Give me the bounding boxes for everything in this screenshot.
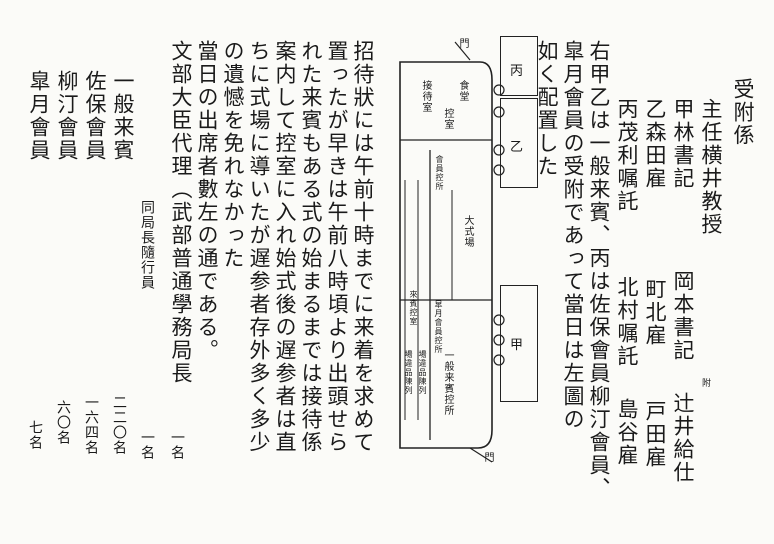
- label-saho: 佐保會員: [83, 70, 107, 162]
- room-dining: 食堂: [457, 80, 468, 102]
- mid-line-6: の遺憾を免れなかった: [221, 40, 245, 270]
- count-saho: 一六四名: [83, 395, 99, 455]
- staff-c2: 北村嘱託: [615, 276, 639, 368]
- mid-line-9: 同局長隨行員: [139, 200, 155, 290]
- room-general-waiting: 一般来賓控所: [442, 350, 453, 416]
- reception-box-ko-label: 甲: [510, 338, 524, 353]
- room-member-waiting: 會員控所: [435, 155, 444, 191]
- count-attendant: 一名: [139, 430, 155, 460]
- mid-line-1: 招待狀には午前十時までに来着を求めて: [351, 40, 375, 454]
- mid-line-2: 置ったが早きは午前八時頃より出頭せら: [325, 40, 349, 454]
- corridor-guest-waiting: 來賓控室: [409, 290, 418, 326]
- reception-box-ko: [500, 285, 538, 402]
- mid-line-7: 當日の出席者數左の通である。: [195, 40, 219, 362]
- reception-box-hei: [500, 36, 538, 96]
- para-line-1: 右甲乙は一般来賓、丙は佐保會員柳汀會員、: [587, 40, 611, 500]
- mid-line-4: 案内して控室に入れ始式後の遅参者は直: [273, 40, 297, 454]
- mid-line-8: 文部大臣代理（武部普通學務局長: [169, 40, 193, 385]
- count-minister: 一名: [169, 430, 185, 460]
- staff-b: 乙森田雇: [643, 98, 667, 190]
- reception-box-hei-label: 丙: [510, 64, 524, 79]
- gate-bottom-label: 門: [482, 452, 493, 463]
- gate-top-label: 門: [457, 38, 468, 49]
- reception-box-otsu-label: 乙: [510, 140, 524, 155]
- corridor-display-1: 場違品陳列: [404, 350, 413, 395]
- staff-a3: 辻井給仕: [671, 392, 695, 484]
- mid-line-3: れた来賓もある式の始まるまでは接待係: [299, 40, 323, 454]
- staff-c3: 島谷雇: [615, 398, 639, 467]
- staff-a3-mark: 附: [700, 378, 710, 388]
- para-line-3: 如く配置した: [535, 40, 559, 178]
- room-main-hall: 大式場: [462, 215, 473, 248]
- count-general: 二二〇名: [111, 395, 127, 455]
- para-line-2: 皐月會員の受附であって當日は左圖の: [561, 40, 585, 431]
- staff-b3: 戸田雇: [643, 400, 667, 469]
- staff-c: 丙茂利嘱託: [615, 98, 639, 213]
- room-waiting: 控室: [442, 108, 453, 130]
- staff-a2: 岡本書記: [671, 270, 695, 362]
- count-ryutei: 六〇名: [55, 400, 71, 445]
- staff-a: 甲林書記: [671, 98, 695, 190]
- room-satsuki-waiting: 皐月會員控所: [434, 300, 443, 354]
- mid-line-5: ちに式場に導いたが遅参者存外多く多少: [247, 40, 271, 454]
- staff-b2: 町北雇: [643, 278, 667, 347]
- reception-box-otsu: [500, 98, 538, 188]
- heading-reception: 受附係: [731, 78, 755, 147]
- room-reception: 接待室: [420, 80, 431, 113]
- label-ryutei: 柳汀會員: [55, 70, 79, 162]
- corridor-display-2: 場違品陳列: [418, 350, 427, 395]
- count-satsuki: 七名: [27, 420, 43, 450]
- label-satsuki: 皐月會員: [27, 70, 51, 162]
- label-general: 一般来賓: [111, 70, 135, 162]
- chief-line: 主任横井教授: [699, 98, 723, 236]
